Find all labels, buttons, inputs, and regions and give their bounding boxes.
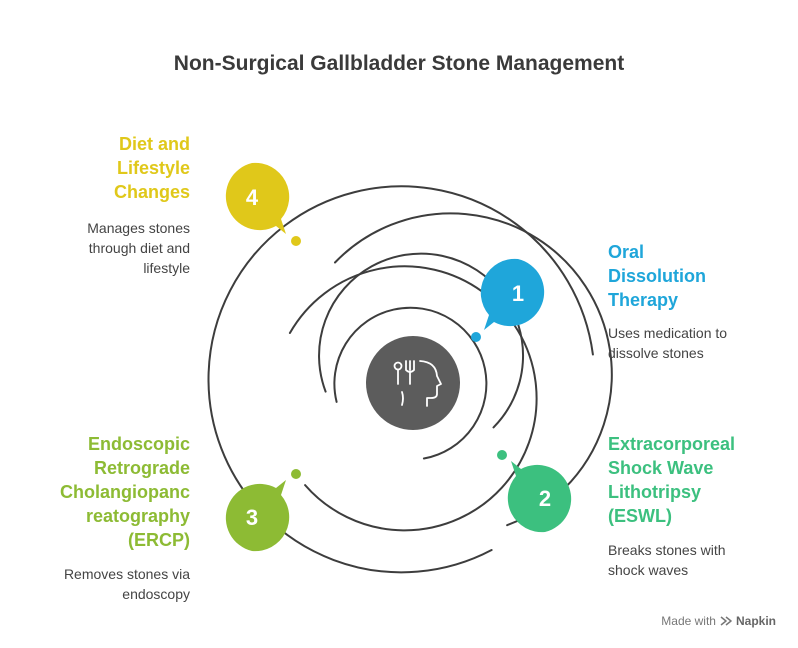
footer-brand: Napkin [735, 614, 776, 628]
connector-dot-1 [471, 332, 481, 342]
item-2-description: Breaks stones with shock waves [608, 542, 726, 578]
badge-4: 4 [225, 162, 290, 234]
item-2-heading: Extracorporeal Shock Wave Lithotripsy (E… [608, 434, 736, 526]
ring-arc-3 [288, 265, 538, 532]
head-with-utensils-icon [393, 360, 442, 407]
badge-1: 1 [480, 258, 545, 330]
badge-number-3: 3 [246, 505, 258, 530]
connector-dot-2 [497, 450, 507, 460]
ring-arc-2 [334, 212, 613, 527]
item-4-description: Manages stones through diet and lifestyl… [87, 220, 190, 276]
connector-dot-4 [291, 236, 301, 246]
footer-attribution[interactable]: Made with Napkin [661, 614, 776, 628]
item-1-description: Uses medication to dissolve stones [608, 325, 728, 361]
item-3-heading: Endoscopic Retrograde Cholangiopanc reat… [60, 434, 190, 550]
napkin-logo-icon [720, 616, 732, 626]
item-1-heading: Oral Dissolution Therapy [608, 242, 706, 310]
outer-arc [207, 185, 594, 574]
center-circle [366, 336, 460, 430]
item-4-heading: Diet and Lifestyle Changes [113, 134, 190, 202]
badge-number-2: 2 [539, 486, 551, 511]
badge-3: 3 [225, 480, 290, 552]
badge-2: 2 [507, 461, 572, 533]
diagram-title: Non-Surgical Gallbladder Stone Managemen… [173, 52, 625, 75]
item-3-description: Removes stones via endoscopy [63, 566, 190, 602]
footer-prefix: Made with [661, 614, 716, 628]
connector-dot-3 [291, 469, 301, 479]
badge-number-4: 4 [246, 185, 259, 210]
ring-arc-5 [333, 306, 488, 460]
ring-arc-4 [318, 252, 524, 429]
badge-number-1: 1 [512, 281, 524, 306]
